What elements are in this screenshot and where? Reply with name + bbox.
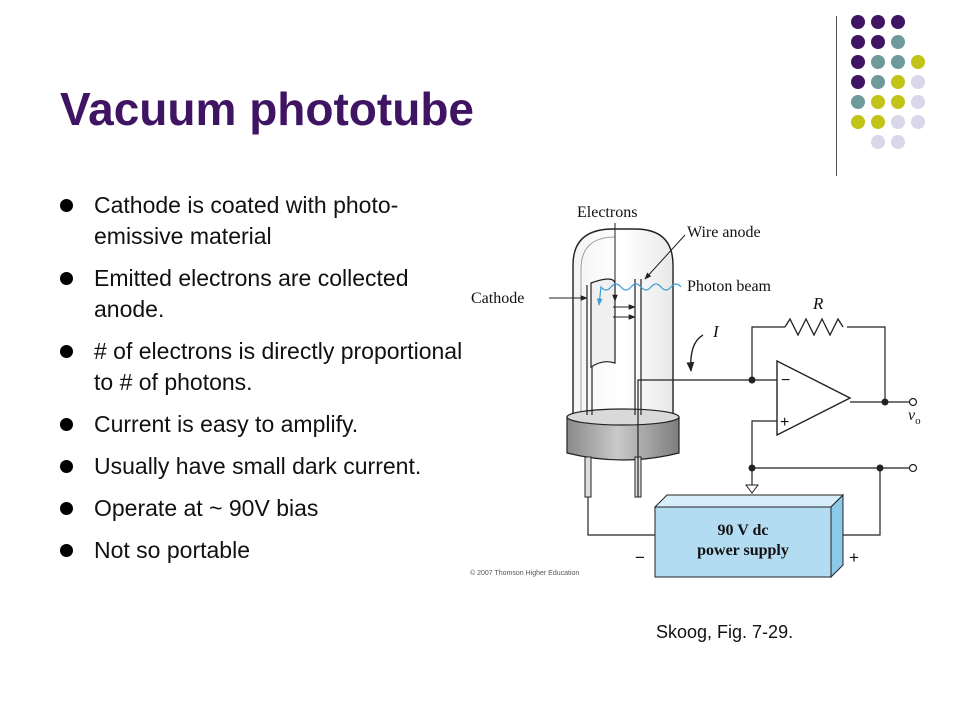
op-amp-symbol [776, 359, 852, 437]
resistor-symbol [784, 317, 844, 337]
bullet-dot-icon [60, 460, 73, 473]
junction-dot [748, 464, 756, 472]
power-supply-label-line2: power supply [697, 542, 789, 559]
decorative-dot [871, 55, 885, 69]
wire-anode-pointer-arrow [644, 234, 686, 280]
op-amp-plus-label: + [780, 414, 789, 431]
decorative-dot [851, 115, 865, 129]
op-amp-minus-label: − [781, 372, 790, 389]
decorative-dot [851, 15, 865, 29]
bullet-list: Cathode is coated with photo-emissive ma… [60, 190, 480, 577]
wire-anode [634, 279, 642, 415]
power-supply-label-line1: 90 V dc [718, 522, 769, 539]
junction-dot [876, 464, 884, 472]
decorative-dot [891, 95, 905, 109]
decorative-dot [871, 115, 885, 129]
decorative-dot [851, 35, 865, 49]
decorative-dot [871, 135, 885, 149]
bullet-text: Current is easy to amplify. [94, 411, 359, 437]
bullet-item: Operate at ~ 90V bias [60, 493, 480, 524]
decorative-dot [851, 75, 865, 89]
decorative-dot [891, 135, 905, 149]
label-photon-beam: Photon beam [687, 278, 772, 295]
bullet-dot-icon [60, 502, 73, 515]
decorative-dot [891, 15, 905, 29]
decorative-dot [871, 75, 885, 89]
label-cathode: Cathode [471, 290, 524, 307]
phototube-base [566, 408, 680, 461]
bullet-item: Not so portable [60, 535, 480, 566]
bullet-item: Cathode is coated with photo-emissive ma… [60, 190, 480, 252]
cathode-pin [584, 456, 592, 498]
decorative-dot [911, 95, 925, 109]
bullet-dot-icon [60, 199, 73, 212]
decorative-dot-grid [851, 15, 925, 149]
figure-caption: Skoog, Fig. 7-29. [656, 622, 794, 642]
bullet-item: Current is easy to amplify. [60, 409, 480, 440]
decorative-dot [871, 95, 885, 109]
bullet-text: Not so portable [94, 537, 250, 563]
bullet-item: Emitted electrons are collected anode. [60, 263, 480, 325]
feedback-wire [751, 326, 886, 402]
supply-minus-label: − [635, 548, 645, 567]
junction-dot [748, 376, 756, 384]
current-arrow [686, 334, 704, 372]
ground-terminal [908, 463, 918, 473]
ground-symbol [745, 484, 759, 494]
decorative-dot [871, 35, 885, 49]
decorative-dot [911, 55, 925, 69]
copyright-notice: © 2007 Thomson Higher Education [470, 570, 580, 577]
bullet-text: Operate at ~ 90V bias [94, 495, 319, 521]
label-resistor: R [812, 294, 824, 313]
decorative-dot [891, 115, 905, 129]
phototube-bulb [572, 228, 674, 415]
bullet-text: Usually have small dark current. [94, 453, 422, 479]
decorative-dot [891, 55, 905, 69]
decorative-divider [836, 16, 837, 176]
slide-title: Vacuum phototube [60, 83, 474, 135]
decorative-dot [871, 15, 885, 29]
decorative-dot [851, 55, 865, 69]
circuit-wires [587, 379, 910, 536]
power-supply-box [653, 493, 845, 579]
label-output: vo [908, 407, 921, 427]
bullet-dot-icon [60, 544, 73, 557]
bullet-dot-icon [60, 272, 73, 285]
label-electrons: Electrons [577, 204, 637, 221]
bullet-text: Emitted electrons are collected anode. [94, 265, 409, 322]
photon-beam-wave [596, 283, 682, 306]
bullet-item: Usually have small dark current. [60, 451, 480, 482]
bullet-text: # of electrons is directly proportional … [94, 338, 463, 395]
phototube-circuit-diagram: Electrons Wire anode Cathode Photon beam… [471, 204, 921, 579]
decorative-dot [911, 115, 925, 129]
supply-plus-label: + [849, 548, 859, 567]
decorative-dot [891, 75, 905, 89]
decorative-dot [891, 35, 905, 49]
decorative-dot [911, 75, 925, 89]
bullet-dot-icon [60, 345, 73, 358]
bullet-item: # of electrons is directly proportional … [60, 336, 480, 398]
bullet-text: Cathode is coated with photo-emissive ma… [94, 192, 399, 249]
label-current: I [712, 322, 720, 341]
output-terminal [908, 397, 918, 407]
label-wire-anode: Wire anode [687, 224, 761, 241]
bullet-dot-icon [60, 418, 73, 431]
junction-dot [881, 398, 889, 406]
decorative-dot [851, 95, 865, 109]
